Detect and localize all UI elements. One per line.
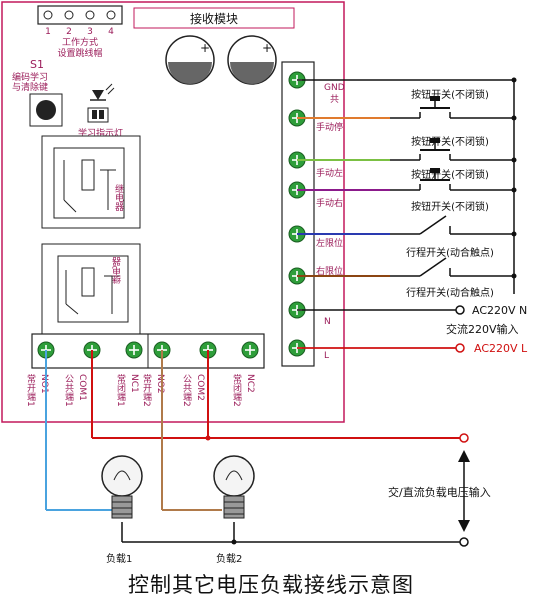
ac-n-label: AC220V N (472, 304, 527, 317)
mode-label-2: 设置跳线帽 (57, 47, 102, 59)
right-terminal-block (281, 61, 315, 367)
bottom-terminal-label-en: COM1 (77, 374, 87, 401)
relay2-label: 继电器 (113, 257, 124, 285)
light-bulb-icon (101, 455, 143, 519)
relay-1 (41, 135, 141, 229)
switch-label-left: 按钮开关(不闭锁) (411, 135, 489, 148)
header-pin-1: 1 (45, 27, 51, 37)
bottom-terminal-label-cn: 公共端2 (181, 374, 192, 407)
load2-label: 负载2 (216, 552, 242, 565)
limit-switch-icon (419, 257, 451, 277)
bottom-terminal-label-en: NO2 (155, 374, 165, 394)
voltage-arrow-icon (458, 450, 470, 532)
load-input-label: 交/直流负载电压输入 (388, 485, 491, 499)
mode-label-1: 工作方式 (62, 36, 98, 48)
led-icon (87, 83, 115, 123)
jumper-header (37, 5, 123, 25)
terminal-n-label: N (324, 317, 331, 327)
s1-desc-2: 与清除键 (12, 81, 48, 93)
terminal-screw-icon (125, 341, 143, 359)
bottom-terminal-label-cn: 常开端2 (141, 373, 152, 407)
bottom-terminal-label-en: NC1 (129, 374, 139, 393)
load1-label: 负载1 (106, 552, 132, 565)
limit-switch-icon (419, 215, 451, 235)
ac-l-label: AC220V L (474, 342, 528, 355)
bottom-terminal-label-en: NO1 (39, 374, 49, 394)
capacitor-icon: + (165, 35, 215, 85)
terminal-l-label: L (324, 351, 329, 361)
limit-switch-label-left: 行程开关(动合触点) (406, 246, 494, 259)
bottom-terminal-label-cn: 公共端1 (63, 374, 74, 407)
bottom-terminal-label-en: NC2 (245, 374, 255, 393)
terminal-screw-icon (241, 341, 259, 359)
header-pin-2: 2 (66, 27, 72, 37)
terminal-common-label: 共 (330, 94, 339, 105)
switch-label-right: 按钮开关(不闭锁) (411, 168, 489, 181)
diagram-title: 控制其它电压负载接线示意图 (128, 573, 414, 597)
module-title: 接收模块 (190, 11, 238, 26)
relay1-label: 继电器 (113, 183, 124, 211)
terminal-gnd-label: GND (324, 83, 345, 93)
bottom-terminal-label-en: COM2 (195, 374, 205, 401)
svg-text:+: + (200, 41, 210, 55)
header-pin-4: 4 (108, 27, 114, 37)
switch-label-stop: 按钮开关(不闭锁) (411, 88, 489, 101)
push-button-switch-icon (419, 96, 451, 118)
relay-2 (41, 243, 141, 335)
ac-input-label: 交流220V输入 (446, 322, 519, 336)
terminal-right-limit-label: 右限位 (316, 265, 343, 277)
s1-desc-1: 编码学习 (12, 71, 48, 83)
terminal-manual-left-label: 手动左 (316, 167, 343, 179)
bottom-terminal-label-cn: 常闭端1 (115, 373, 126, 407)
switch-label-extra: 按钮开关(不闭锁) (411, 200, 489, 213)
terminal-manual-right-label: 手动右 (316, 197, 343, 209)
capacitor-icon: + (227, 35, 277, 85)
push-button-switch-icon (419, 168, 451, 190)
svg-text:+: + (262, 41, 272, 55)
terminal-left-limit-label: 左限位 (316, 237, 343, 249)
push-button-switch-icon (419, 138, 451, 160)
learn-button-icon (29, 93, 63, 127)
header-pin-3: 3 (87, 27, 93, 37)
limit-switch-label-right: 行程开关(动合触点) (406, 286, 494, 299)
s1-label: S1 (30, 58, 44, 71)
bottom-terminal-label-cn: 常开端1 (25, 373, 36, 407)
bottom-terminal-label-cn: 常闭端2 (231, 373, 242, 407)
light-bulb-icon (213, 455, 255, 519)
terminal-manual-stop-label: 手动停 (316, 121, 343, 133)
